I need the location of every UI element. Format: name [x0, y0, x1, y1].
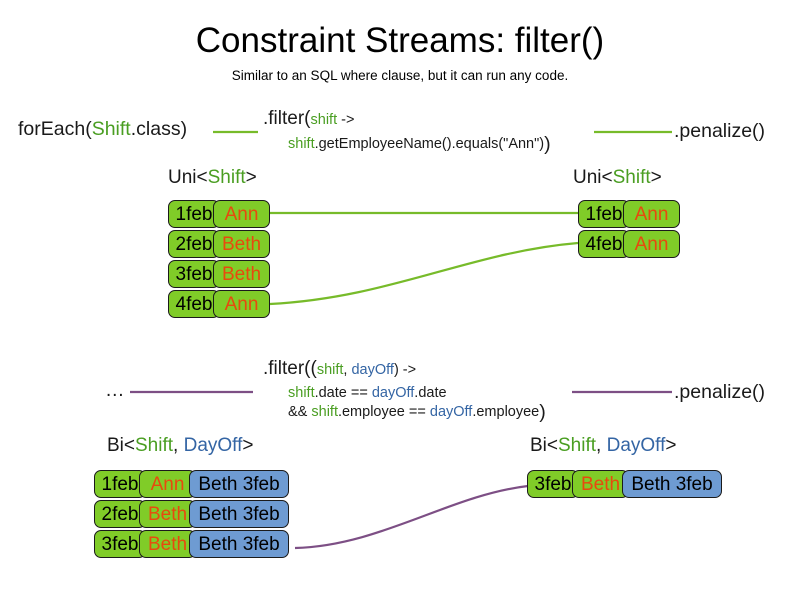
connector-uni-row4	[269, 241, 579, 306]
uni-filter-head-prefix: .filter(	[263, 108, 311, 129]
bi-filter-line3-var2: dayOff	[429, 404, 473, 420]
uni-filter-body-close: )	[544, 133, 551, 155]
fact-employee: Beth	[139, 500, 196, 528]
fact-employee: Ann	[623, 230, 680, 258]
bi-output-type-generic1: Shift	[558, 435, 597, 456]
table-row: 4feb Ann	[578, 230, 680, 258]
bi-filter-line2: shift.date == dayOff.date	[288, 385, 447, 401]
bi-filter-line2-mid: .date ==	[314, 385, 372, 401]
foreach-suffix: .class)	[130, 118, 188, 140]
bi-input-type-generic2: DayOff	[183, 435, 243, 456]
fact-dayoff: Beth 3feb	[622, 470, 722, 498]
fact-employee: Beth	[572, 470, 629, 498]
table-row: 1feb Ann	[578, 200, 680, 228]
bi-output-type-comma: ,	[596, 435, 607, 456]
bi-output-type-suffix: >	[665, 435, 677, 456]
bi-filter-line2-end: .date	[414, 385, 447, 401]
uni-filter-body: shift.getEmployeeName().equals("Ann"))	[288, 133, 551, 155]
bi-filter-line2-var2: dayOff	[371, 385, 415, 401]
uni-filter-body-rest: .getEmployeeName().equals("Ann")	[314, 136, 545, 152]
bi-filter-head: .filter((shift, dayOff) ->	[263, 358, 416, 380]
fact-date: 3feb	[94, 530, 146, 558]
uni-output-type-label: Uni<Shift>	[573, 167, 662, 189]
bi-output-type-label: Bi<Shift, DayOff>	[530, 435, 676, 457]
foreach-prefix: forEach(	[18, 118, 92, 140]
bi-input-type-label: Bi<Shift, DayOff>	[107, 435, 253, 457]
table-row: 2feb Beth Beth 3feb	[94, 500, 289, 528]
uni-input-type-prefix: Uni<	[168, 167, 208, 188]
bi-input-type-prefix: Bi<	[107, 435, 135, 456]
table-row: 3feb Beth Beth 3feb	[527, 470, 722, 498]
fact-date: 1feb	[168, 200, 220, 228]
bi-input-type-comma: ,	[173, 435, 184, 456]
uni-input-type-label: Uni<Shift>	[168, 167, 257, 189]
uni-filter-body-var: shift	[288, 136, 315, 152]
bi-filter-line3-close: )	[539, 401, 546, 423]
bi-penalize-label: .penalize()	[674, 381, 766, 403]
page-title: Constraint Streams: filter()	[195, 21, 605, 60]
uni-input-type-generic: Shift	[207, 167, 246, 188]
foreach-type: Shift	[91, 118, 131, 140]
bi-source-label: …	[105, 379, 126, 401]
fact-date: 4feb	[578, 230, 630, 258]
uni-penalize-label: .penalize()	[674, 120, 766, 142]
bi-filter-head-prefix: .filter((	[263, 358, 317, 379]
fact-employee: Beth	[213, 230, 270, 258]
table-row: 3feb Beth Beth 3feb	[94, 530, 289, 558]
fact-date: 2feb	[94, 500, 146, 528]
table-row: 1feb Ann Beth 3feb	[94, 470, 289, 498]
fact-employee: Ann	[139, 470, 196, 498]
bi-filter-line3-and: &&	[288, 404, 312, 420]
fact-dayoff: Beth 3feb	[189, 470, 289, 498]
bi-input-type-generic1: Shift	[135, 435, 174, 456]
bi-input-type-suffix: >	[242, 435, 254, 456]
page-subtitle: Similar to an SQL where clause, but it c…	[231, 68, 569, 83]
uni-output-type-prefix: Uni<	[573, 167, 613, 188]
bi-filter-head-arrow: ) ->	[393, 362, 417, 378]
fact-date: 3feb	[168, 260, 220, 288]
fact-employee: Beth	[213, 260, 270, 288]
bi-filter-line3-end: .employee	[472, 404, 540, 420]
bi-filter-line3-var1: shift	[311, 404, 338, 420]
uni-filter-head: .filter(shift ->	[263, 108, 354, 130]
uni-input-type-suffix: >	[245, 167, 257, 188]
foreach-source-label: forEach(Shift.class)	[18, 118, 187, 141]
bi-output-type-prefix: Bi<	[530, 435, 558, 456]
fact-employee: Ann	[213, 290, 270, 318]
uni-filter-head-param: shift	[310, 112, 338, 128]
uni-output-type-suffix: >	[650, 167, 662, 188]
uni-output-type-generic: Shift	[612, 167, 651, 188]
bi-filter-head-comma: ,	[343, 362, 352, 378]
fact-date: 4feb	[168, 290, 220, 318]
table-row: 3feb Beth	[168, 260, 270, 288]
bi-filter-head-param1: shift	[316, 362, 344, 378]
fact-employee: Ann	[623, 200, 680, 228]
fact-employee: Ann	[213, 200, 270, 228]
bi-filter-line3: && shift.employee == dayOff.employee)	[288, 401, 546, 423]
uni-filter-head-arrow: ->	[337, 112, 355, 128]
table-row: 1feb Ann	[168, 200, 270, 228]
fact-date: 1feb	[578, 200, 630, 228]
fact-employee: Beth	[139, 530, 196, 558]
bi-output-type-generic2: DayOff	[606, 435, 666, 456]
fact-dayoff: Beth 3feb	[189, 500, 289, 528]
bi-filter-head-param2: dayOff	[351, 362, 394, 378]
table-row: 4feb Ann	[168, 290, 270, 318]
bi-filter-line3-mid: .employee ==	[337, 404, 430, 420]
fact-dayoff: Beth 3feb	[189, 530, 289, 558]
connector-bi-row3	[294, 484, 529, 550]
bi-filter-line2-var1: shift	[288, 385, 315, 401]
table-row: 2feb Beth	[168, 230, 270, 258]
